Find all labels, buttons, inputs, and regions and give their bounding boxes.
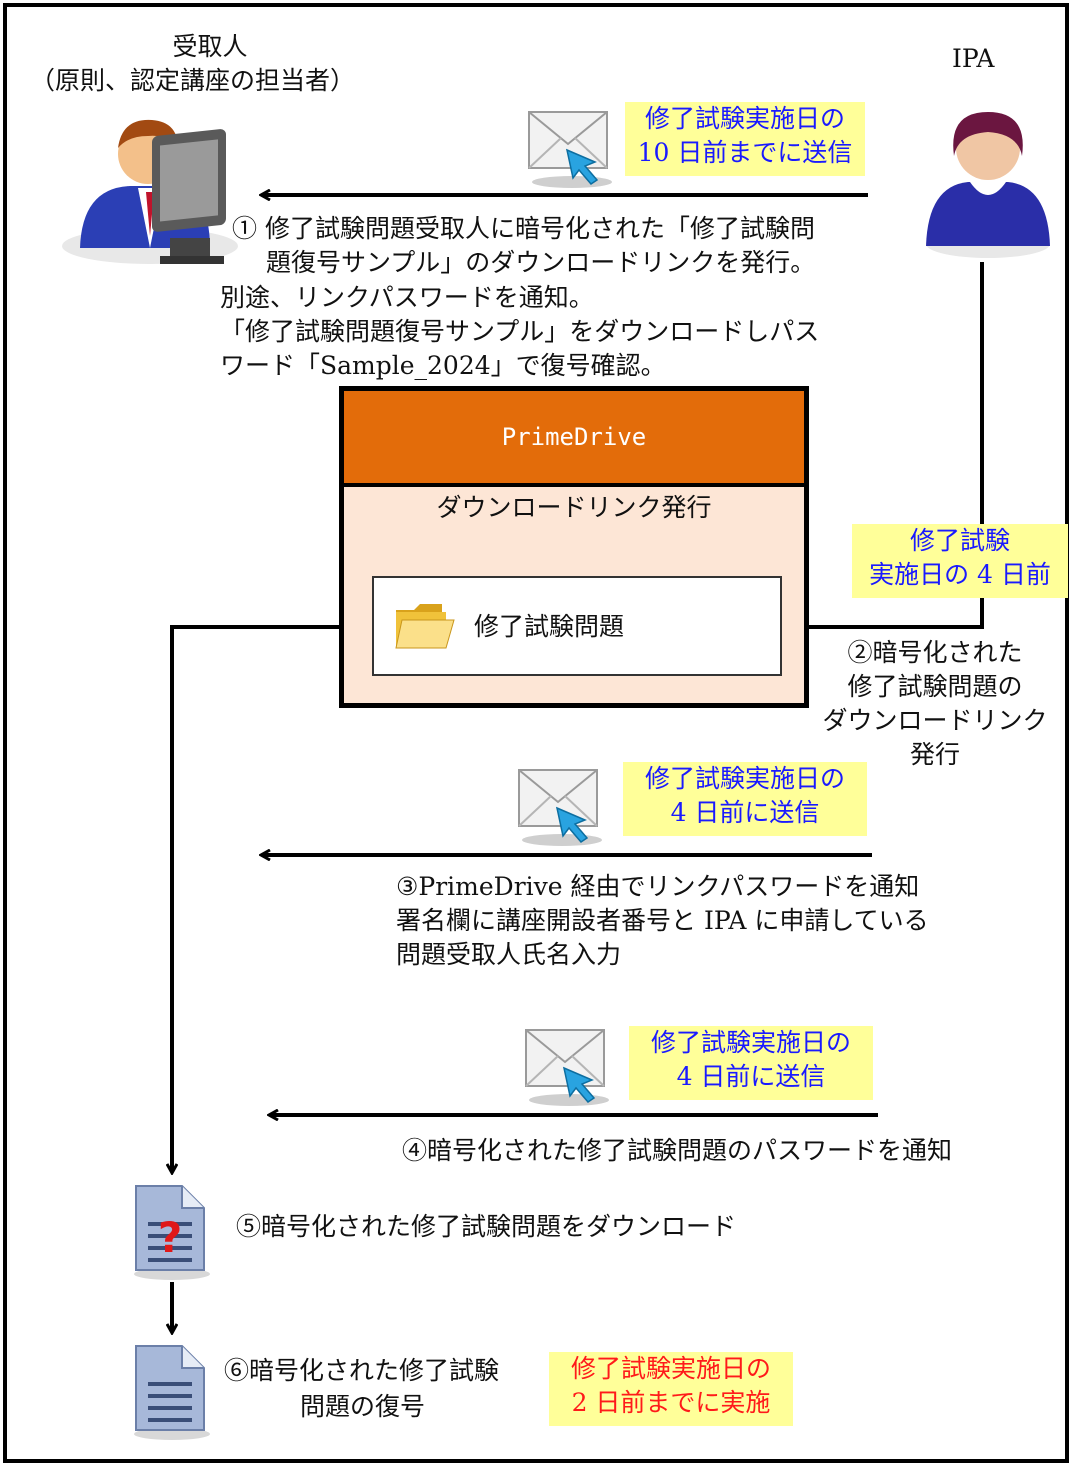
note-send-10-days: 修了試験実施日の 10 日前までに送信 [625,102,865,176]
step1-line4: 「修了試験問題復号サンプル」をダウンロードしパス [220,317,820,346]
mail-icon [528,111,612,188]
step2-line2: 修了試験問題の [847,672,1023,701]
receiver-title: 受取人 [172,32,248,61]
primedrive-subtitle: ダウンロードリンク発行 [436,493,712,522]
connector-ipa-to-primedrive [790,262,984,627]
note-line: 修了試験実施日の [570,1354,771,1383]
document-icon [134,1345,210,1440]
step3-line1: ③PrimeDrive 経由でリンクパスワードを通知 [396,872,920,901]
step3-line3: 問題受取人氏名入力 [396,940,622,969]
step1-line3: 別途、リンクパスワードを通知。 [220,283,594,312]
step1-line1: ① 修了試験問題受取人に暗号化された「修了試験問 [232,214,815,243]
step6-line1: ⑥暗号化された修了試験 [224,1356,500,1385]
note-line: 10 日前までに送信 [637,138,853,167]
svg-text:?: ? [158,1213,182,1262]
step3-line2: 署名欄に講座開設者番号と IPA に申請している [396,906,929,935]
step1-line5: ワード「Sample_2024」で復号確認。 [220,351,666,380]
note-4-days-before: 修了試験 実施日の 4 日前 [852,524,1068,598]
ipa-label: IPA [952,44,995,73]
note-line: 修了試験実施日の [650,1028,851,1057]
step2-line3: ダウンロードリンク [822,706,1048,735]
step5-text: ⑤暗号化された修了試験問題をダウンロード [236,1212,737,1241]
note-send-4-days-a: 修了試験実施日の 4 日前に送信 [623,762,867,836]
mail-icon [518,769,602,846]
step2-line1: ②暗号化された [847,638,1023,667]
primedrive-title: PrimeDrive [344,391,804,487]
step6-line2: 問題の復号 [300,1392,426,1421]
step1-line2: 題復号サンプル」のダウンロードリンクを発行。 [266,248,816,277]
ipa-user-icon [926,112,1050,258]
note-do-2-days: 修了試験実施日の 2 日前までに実施 [549,1352,793,1426]
receiver-subtitle: （原則、認定講座の担当者） [30,66,356,95]
folder-icon [395,604,455,649]
note-line: 実施日の 4 日前 [869,560,1051,589]
note-line: 2 日前までに実施 [571,1388,771,1417]
primedrive-box: PrimeDrive ダウンロードリンク発行 修了試験問題 [339,386,809,708]
mail-icon [525,1029,609,1106]
step2-line4: 発行 [909,740,960,769]
note-line: 修了試験実施日の [644,104,845,133]
encrypted-document-icon: ? [134,1185,210,1280]
connector-folder-to-download [172,625,370,1172]
note-line: 修了試験実施日の [644,764,845,793]
note-line: 4 日前に送信 [676,1062,826,1091]
note-send-4-days-b: 修了試験実施日の 4 日前に送信 [629,1026,873,1100]
primedrive-folder-item[interactable]: 修了試験問題 [372,576,782,676]
note-line: 4 日前に送信 [670,798,820,827]
note-line: 修了試験 [909,526,1010,555]
step4-text: ④暗号化された修了試験問題のパスワードを通知 [402,1136,953,1165]
folder-label: 修了試験問題 [474,612,625,641]
receiver-user-icon [62,119,238,264]
